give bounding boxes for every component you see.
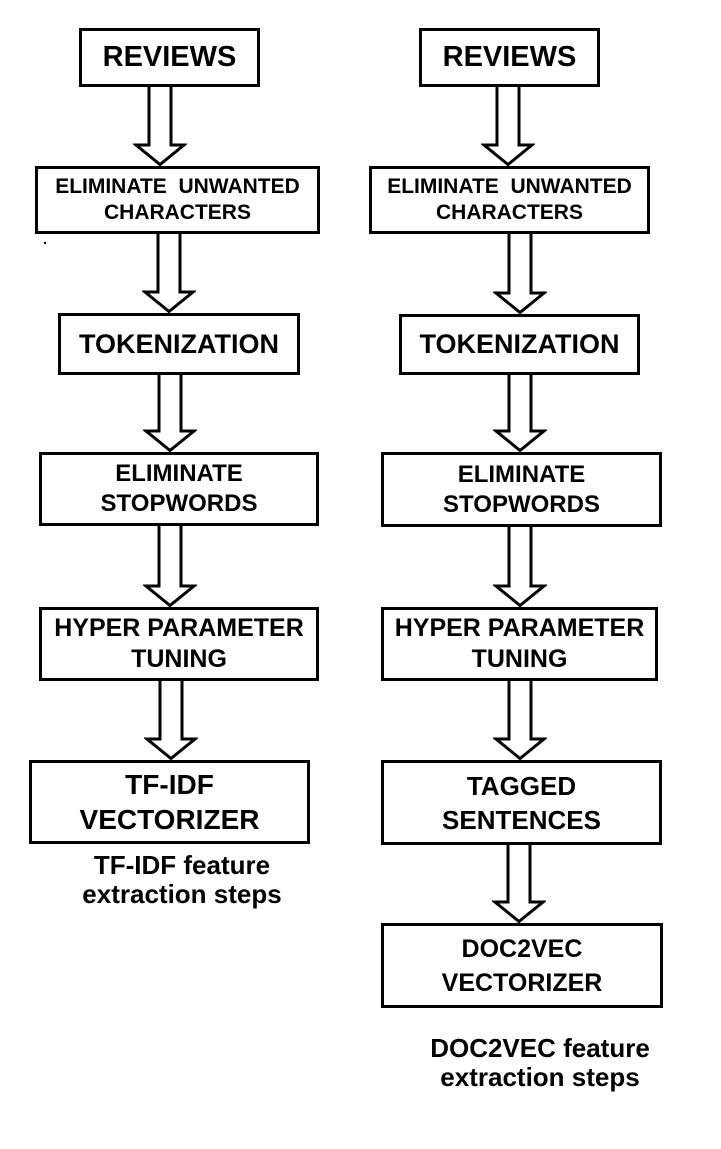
box-label: TF-IDF VECTORIZER <box>79 769 260 835</box>
box-label: TOKENIZATION <box>419 329 620 359</box>
flow-box-doc2vec-tagged-sentences: TAGGED SENTENCES <box>381 760 662 845</box>
down-arrow <box>143 375 197 452</box>
box-label: ELIMINATE UNWANTED CHARACTERS <box>387 175 632 224</box>
down-arrow <box>493 234 547 314</box>
box-label: REVIEWS <box>442 41 577 73</box>
stray-dot: . <box>43 231 48 248</box>
box-label: ELIMINATE UNWANTED CHARACTERS <box>55 175 300 224</box>
down-arrow <box>142 234 196 313</box>
down-arrow <box>492 845 546 923</box>
flow-box-doc2vec-eliminate-stopwords: ELIMINATE STOPWORDS <box>381 452 662 527</box>
flow-box-doc2vec-tokenization: TOKENIZATION <box>399 314 640 375</box>
down-arrow <box>143 526 197 607</box>
flow-box-tfidf-hyper-parameter-tuning: HYPER PARAMETER TUNING <box>39 607 319 681</box>
down-arrow <box>493 527 547 607</box>
flow-box-tfidf-reviews: REVIEWS <box>79 28 260 87</box>
down-arrow <box>481 87 535 166</box>
box-label: DOC2VEC VECTORIZER <box>441 934 603 997</box>
box-label: HYPER PARAMETER TUNING <box>54 614 304 673</box>
down-arrow <box>493 375 547 452</box>
flow-box-tfidf-eliminate-unwanted-characters: ELIMINATE UNWANTED CHARACTERS <box>35 166 320 234</box>
flow-box-tfidf-eliminate-stopwords: ELIMINATE STOPWORDS <box>39 452 319 526</box>
box-label: ELIMINATE STOPWORDS <box>443 460 600 518</box>
flow-box-doc2vec-eliminate-unwanted-characters: ELIMINATE UNWANTED CHARACTERS <box>369 166 650 234</box>
flow-box-doc2vec-reviews: REVIEWS <box>419 28 600 87</box>
down-arrow <box>133 87 187 166</box>
down-arrow <box>144 681 198 760</box>
box-label: TOKENIZATION <box>79 328 279 359</box>
box-label: TAGGED SENTENCES <box>442 770 601 835</box>
box-label: ELIMINATE STOPWORDS <box>100 460 258 517</box>
box-label: HYPER PARAMETER TUNING <box>394 614 645 673</box>
flow-box-doc2vec-hyper-parameter-tuning: HYPER PARAMETER TUNING <box>381 607 658 681</box>
flow-box-tfidf-tokenization: TOKENIZATION <box>58 313 300 375</box>
down-arrow <box>493 681 547 760</box>
box-label: REVIEWS <box>102 41 237 73</box>
flow-box-tfidf-vectorizer: TF-IDF VECTORIZER <box>29 760 310 844</box>
caption-tfidf: TF-IDF feature extraction steps <box>82 850 282 909</box>
caption-doc2vec: DOC2VEC feature extraction steps <box>430 1033 650 1092</box>
flow-box-doc2vec-vectorizer: DOC2VEC VECTORIZER <box>381 923 663 1008</box>
